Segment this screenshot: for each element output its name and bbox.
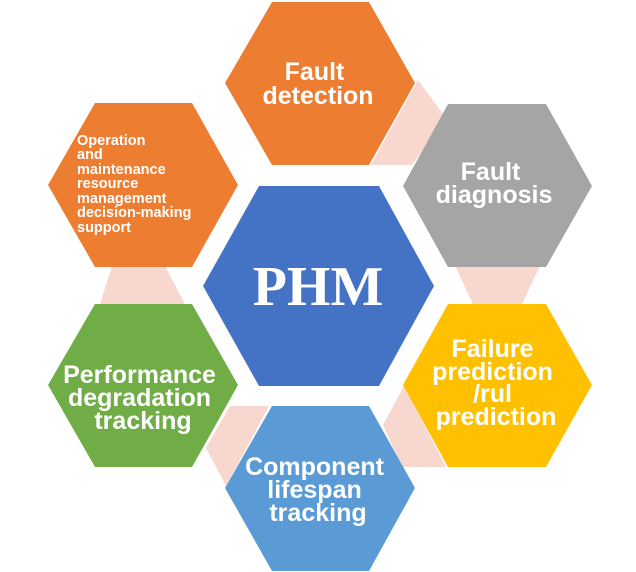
node-label-performance-degradation: Performance degradation tracking [63,361,223,435]
node-label-operation-maintenance: Operation and maintenance resource manag… [77,133,195,236]
connector-component-performance [206,406,269,486]
hex-fault-detection [225,2,415,165]
hex-center-phm [203,186,434,386]
connector-diagnosis-prediction [455,266,540,304]
hex-failure-prediction [403,304,592,467]
hex-operation-maintenance [48,103,238,267]
hex-fault-diagnosis [403,104,592,267]
connector-prediction-component [383,386,446,467]
hex-performance-degradation [48,304,238,467]
node-label-fault-detection: Fault detection [262,58,373,110]
node-label-failure-prediction: Failure prediction /rul prediction [432,335,560,431]
connector-performance-operation [100,266,185,304]
node-label-fault-diagnosis: Fault diagnosis [436,158,553,209]
node-label-component-lifespan: Component lifespan tracking [245,453,391,527]
hex-component-lifespan [225,406,415,571]
center-label: PHM [253,256,384,318]
